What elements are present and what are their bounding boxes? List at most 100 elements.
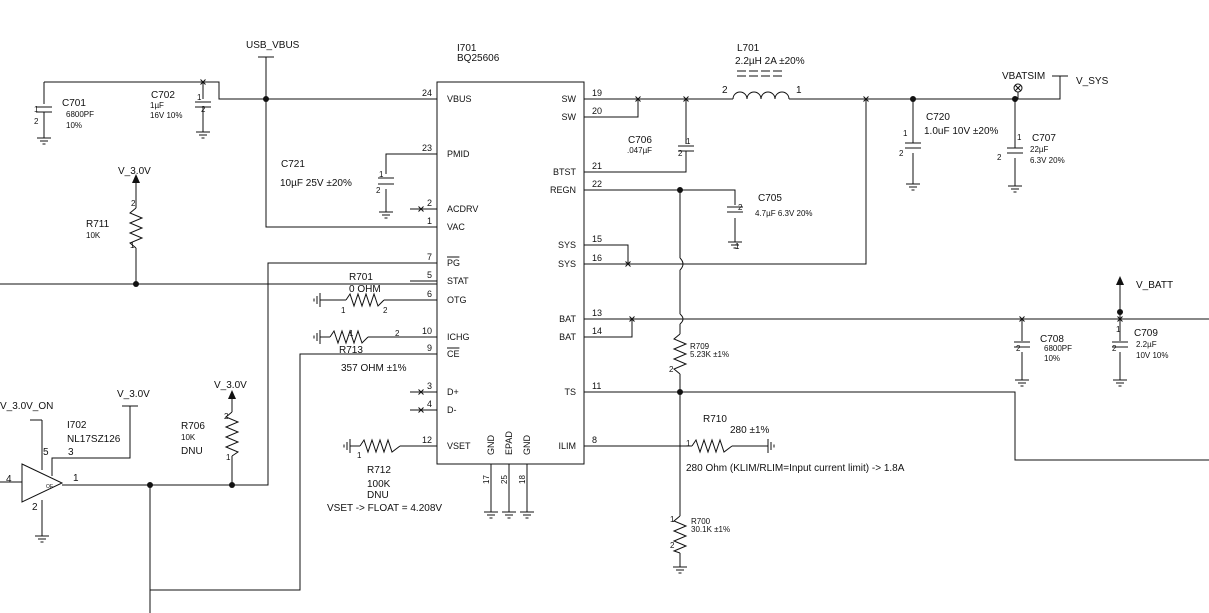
r709-ref: R709 — [690, 342, 710, 351]
c702-ref: C702 — [151, 90, 175, 101]
i702-pin-vcc: 5 — [43, 447, 49, 458]
r712-ref: R712 — [367, 465, 391, 476]
ic-pin-num: 6 — [427, 289, 432, 299]
ic-pin-num: 16 — [592, 253, 602, 263]
c701-ref: C701 — [62, 98, 86, 109]
ic-pin-num: 21 — [592, 161, 602, 171]
ic-pin-name: SYS — [558, 259, 576, 269]
note-vset: VSET -> FLOAT = 4.208V — [327, 503, 442, 514]
junction-dot — [147, 482, 153, 488]
x-mark — [629, 316, 635, 322]
ic-pin-num: 23 — [422, 143, 432, 153]
c701-tol: 10% — [66, 121, 82, 130]
ic-pins: 24VBUS23PMID2ACDRV1VAC7PG5STAT6OTG10ICHG… — [410, 88, 602, 484]
capacitors — [36, 101, 1128, 348]
net-v3-on: V_3.0V_ON — [0, 401, 53, 412]
pin-number: 2 — [670, 541, 675, 550]
x-mark — [418, 407, 424, 413]
c702-rating: 16V 10% — [150, 111, 182, 120]
ic-pin-name: TS — [564, 387, 576, 397]
c707-val: 22µF — [1030, 145, 1049, 154]
ic-pin-num: 17 — [482, 475, 491, 484]
ic-pin-num: 11 — [592, 381, 601, 391]
ic-pin-num: 2 — [427, 198, 432, 208]
ground-symbols — [35, 131, 1127, 574]
no-connect-marks — [200, 79, 1123, 413]
ic-pin-num: 7 — [427, 252, 432, 262]
pin-number: 1 — [197, 93, 202, 102]
ic-pin-name: BTST — [553, 167, 577, 177]
c708-val: 6800PF — [1044, 344, 1072, 353]
ic-pin-num: 4 — [427, 399, 432, 409]
ic-pin-name: VAC — [447, 222, 465, 232]
ic-pin-name: ACDRV — [447, 204, 478, 214]
pin-number: 1 — [226, 453, 231, 462]
ic-pin-name: ILIM — [558, 441, 576, 451]
ic-pin-num: 12 — [422, 435, 432, 445]
r701-val: 0 OHM — [349, 284, 381, 295]
i702-ref: I702 — [67, 420, 87, 431]
c706-ref: C706 — [628, 135, 652, 146]
x-mark — [1117, 316, 1123, 322]
i702-part: NL17SZ126 — [67, 434, 121, 445]
net-v3-i702: V_3.0V — [117, 389, 150, 400]
c705-ref: C705 — [758, 193, 782, 204]
c705-val: 4.7µF 6.3V 20% — [755, 209, 813, 218]
ic-pin-name: BAT — [559, 314, 576, 324]
ic-pin-num: 20 — [592, 106, 602, 116]
pin-number: 2 — [131, 199, 136, 208]
inductor-l701 — [732, 70, 790, 100]
junction-dot — [263, 96, 269, 102]
r713-ref: R713 — [339, 345, 363, 356]
pin-number: 2 — [395, 329, 400, 338]
pin-number: 2 — [383, 306, 388, 315]
ic-pin-name: PG — [447, 258, 460, 268]
x-mark — [625, 261, 631, 267]
pin-number: 1 — [686, 439, 691, 448]
x-mark — [418, 206, 424, 212]
c721-ref: C721 — [281, 159, 305, 170]
junction-dot — [1117, 309, 1123, 315]
ic-ref: I701 — [457, 43, 477, 54]
ic-pin-name: GND — [486, 435, 496, 456]
x-mark — [683, 96, 689, 102]
pin-number: 1 — [903, 129, 908, 138]
pin-number: 2 — [1016, 344, 1021, 353]
pin-number: 1 — [796, 85, 802, 96]
c709-rating: 10V 10% — [1136, 351, 1168, 360]
net-vbatsim: VBATSIM — [1002, 71, 1045, 82]
pin-number: 2 — [738, 203, 743, 212]
ic-pin-name: SW — [562, 112, 577, 122]
ic-pin-num: 22 — [592, 179, 602, 189]
c721-val: 10µF 25V ±20% — [280, 178, 352, 189]
net-usb-vbus: USB_VBUS — [246, 40, 300, 51]
ic-pin-name: VBUS — [447, 94, 472, 104]
c708-ref: C708 — [1040, 334, 1064, 345]
resistors — [128, 207, 733, 554]
r709-val: 5.23K ±1% — [690, 350, 729, 359]
ic-body — [436, 81, 585, 465]
i702-pin-gnd: 2 — [32, 502, 38, 513]
r711-val: 10K — [86, 231, 101, 240]
pin-number: 1 — [130, 241, 135, 250]
pin-number: 2 — [224, 412, 229, 421]
x-mark — [863, 96, 869, 102]
ic-part: BQ25606 — [457, 53, 500, 64]
net-v3-r706: V_3.0V — [214, 380, 247, 391]
x-mark — [200, 79, 206, 85]
junction-dot — [133, 281, 139, 287]
pin-number: 2 — [997, 153, 1002, 162]
ic-pin-name: REGN — [550, 185, 576, 195]
l701-val: 2.2µH 2A ±20% — [735, 56, 805, 67]
c720-ref: C720 — [926, 112, 950, 123]
c707-ref: C707 — [1032, 133, 1056, 144]
ic-pin-name: D- — [447, 405, 457, 415]
pin-number: 2 — [1112, 344, 1117, 353]
ic-pin-name: OTG — [447, 295, 467, 305]
net-v-batt: V_BATT — [1136, 280, 1173, 291]
c707-rating: 6.3V 20% — [1030, 156, 1065, 165]
pin-number: 1 — [670, 515, 675, 524]
ic-pin-name: D+ — [447, 387, 459, 397]
